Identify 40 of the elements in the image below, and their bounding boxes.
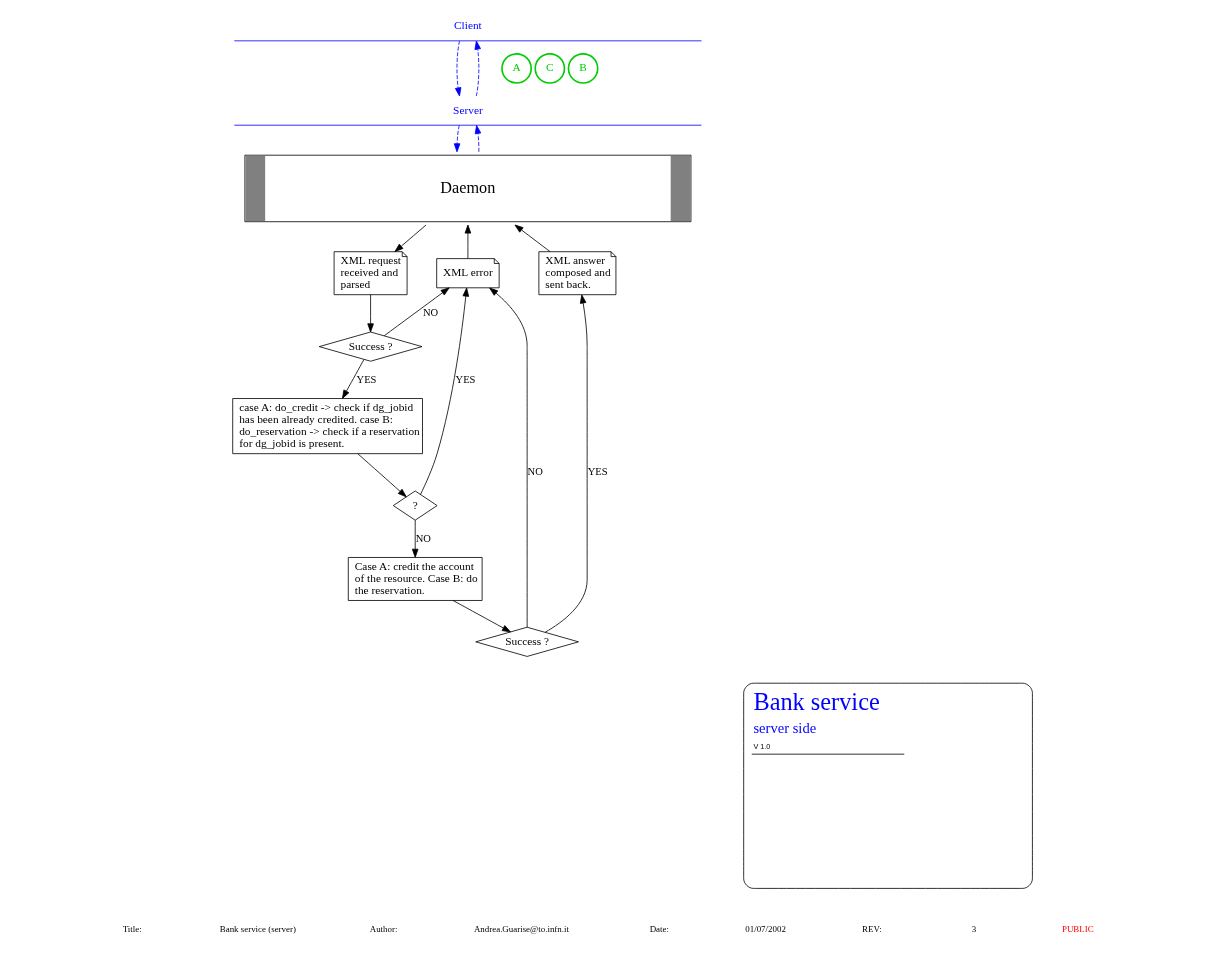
node-circle: B [567,53,599,84]
label: Author: [369,924,398,935]
node-box: Bank service server side V 1.0 [743,682,1033,889]
arrow [367,294,374,333]
node-text: Server [453,103,483,116]
arrow [454,40,462,97]
edge-label: NO [527,466,543,478]
edge-label: YES [356,373,377,385]
node-diamond: Success ? [318,331,423,362]
arrow [453,125,461,153]
label: 01/07/2002 [745,924,786,935]
edge-label: YES [455,373,476,385]
label: Bank service (server) [219,924,296,935]
arrow [544,294,588,633]
arrow [357,453,407,498]
arrow [452,600,511,633]
label: 3 [971,924,977,935]
arrow [489,287,528,628]
arrow [342,359,365,399]
label: PUBLIC [1061,924,1094,935]
node-box: Case A: credit the account of the resource. Case B: do the reservation. [347,557,483,601]
arrow [420,287,470,495]
node-box: case A: do_credit -> check if dg_jobid has been already credited. case B: do_reservation -> check if a reservation for dg_jobid is present. [232,398,423,455]
arrow [394,224,427,252]
edge-label: NO [423,307,439,319]
edge-label: YES [587,466,608,478]
label: Andrea.Guarise@to.infn.it [473,924,569,935]
arrow [514,224,551,252]
arrow [383,287,450,337]
arrow [411,519,419,558]
edge-label: NO [415,532,431,544]
arrow [464,224,472,259]
label: Title: [122,924,142,935]
node-circle: A [501,53,532,84]
node-text: Client [454,19,482,32]
arrow [474,40,481,97]
label: Date: [649,924,669,935]
label: REV: [862,924,882,935]
arrow [474,125,482,153]
node-circle: C [534,53,566,84]
